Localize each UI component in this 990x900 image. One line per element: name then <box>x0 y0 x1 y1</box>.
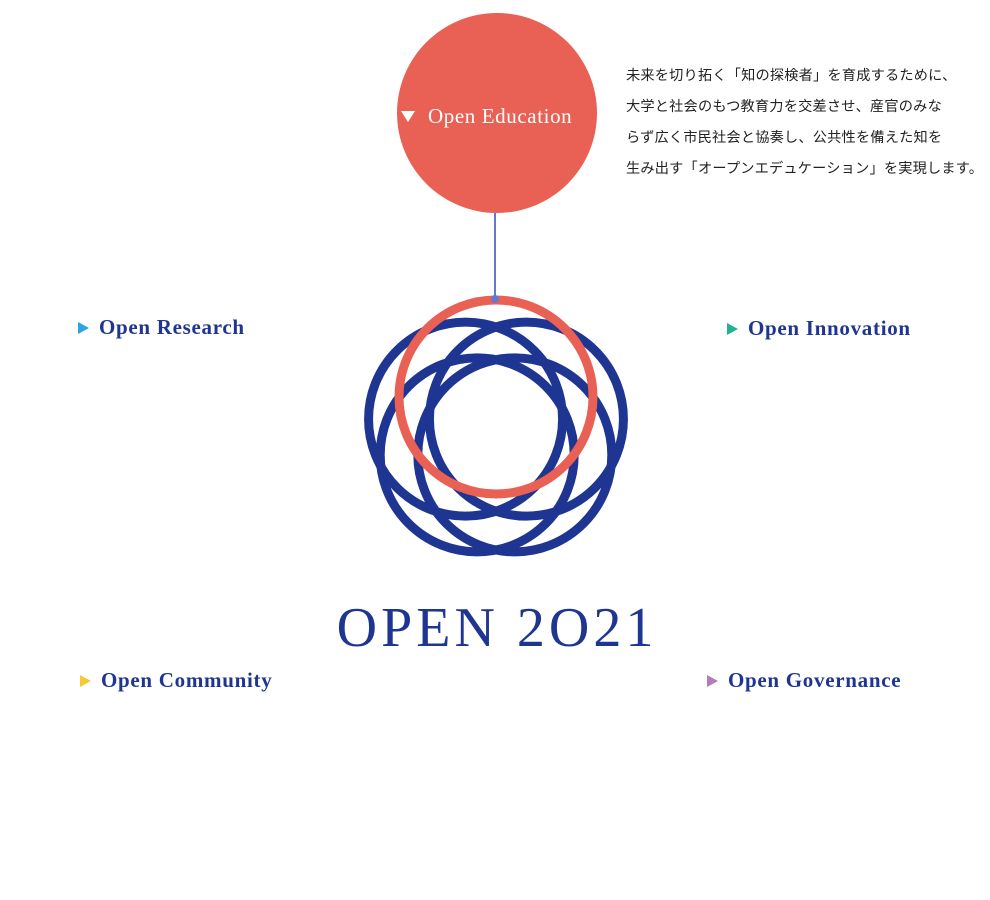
logo-ring-community[interactable] <box>375 353 579 557</box>
open-community-link[interactable]: Open Community <box>80 668 272 693</box>
open-research-label: Open Research <box>99 315 245 339</box>
connector-line <box>494 213 496 299</box>
open-innovation-label: Open Innovation <box>748 316 911 340</box>
description-line: 未来を切り拓く「知の探検者」を育成するために、 <box>626 68 957 84</box>
open-governance-link[interactable]: Open Governance <box>707 668 901 693</box>
open-education-label: Open Education <box>428 104 573 128</box>
page-title: OPEN 2O21 <box>336 597 658 659</box>
open-education-label-group[interactable]: Open Education <box>399 104 572 129</box>
open-education-circle-button[interactable]: Open Education <box>397 13 597 213</box>
logo-ring-governance[interactable] <box>413 353 617 557</box>
logo-ring-research[interactable] <box>364 317 568 521</box>
triangle-right-icon <box>707 674 718 687</box>
triangle-right-icon <box>80 674 91 687</box>
description-line: らず広く市民社会と協奏し、公共性を備えた知を <box>626 130 943 146</box>
open-research-link[interactable]: Open Research <box>78 315 245 340</box>
open-innovation-link[interactable]: Open Innovation <box>727 316 911 341</box>
open-community-label: Open Community <box>101 668 273 692</box>
triangle-right-icon <box>78 321 89 334</box>
description-line: 生み出す「オープンエデュケーション」を実現します。 <box>626 161 984 177</box>
open-education-description: 未来を切り拓く「知の探検者」を育成するために、 大学と社会のもつ教育力を交差させ… <box>626 61 986 185</box>
triangle-right-icon <box>727 322 738 335</box>
triangle-down-icon <box>401 111 415 122</box>
description-line: 大学と社会のもつ教育力を交差させ、産官のみな <box>626 99 942 115</box>
open-governance-label: Open Governance <box>728 668 902 692</box>
connector-dot <box>491 295 499 303</box>
